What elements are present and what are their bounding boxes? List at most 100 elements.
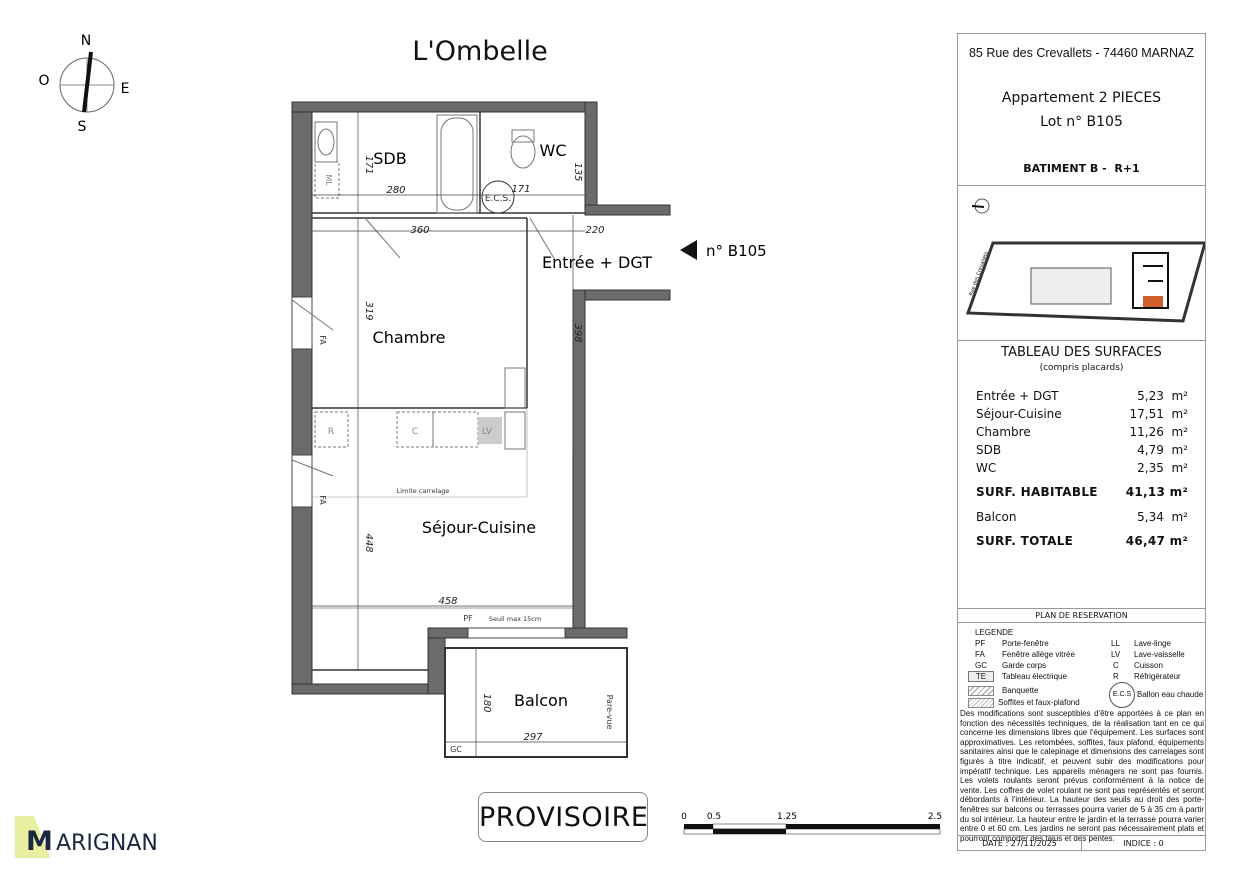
surface-value: 4,79 m² bbox=[1137, 443, 1188, 457]
surface-row: Séjour-Cuisine 17,51 m² bbox=[976, 407, 1188, 421]
dim-chambre-w: 360 bbox=[410, 225, 429, 236]
legend-code: TE bbox=[968, 671, 994, 682]
header-section: 85 Rue des Crevallets - 74460 MARNAZ App… bbox=[958, 34, 1205, 186]
surface-row: Entrée + DGT 5,23 m² bbox=[976, 389, 1188, 403]
compass-o: O bbox=[38, 73, 49, 89]
legend-label: Fenêtre allège vitrée bbox=[1002, 650, 1075, 659]
lot-marker: n° B105 bbox=[706, 242, 767, 260]
legend-label: Réfrigérateur bbox=[1134, 672, 1181, 681]
legend-label: Tableau électrique bbox=[1002, 672, 1067, 681]
scale-bar bbox=[683, 823, 941, 835]
svg-text:M: M bbox=[26, 826, 53, 857]
room-sdb: SDB bbox=[373, 149, 406, 168]
dim-wc-h: 135 bbox=[572, 162, 583, 181]
floor-plan: N O E S bbox=[15, 33, 942, 858]
disclaimer: Des modifications sont susceptibles d'êt… bbox=[960, 709, 1204, 843]
ecs-icon bbox=[481, 180, 515, 214]
surface-name: SDB bbox=[976, 443, 1002, 457]
dimension-lines bbox=[312, 112, 627, 757]
plan-reservation: PLAN DE RESERVATION bbox=[958, 611, 1205, 623]
room-balcon: Balcon bbox=[514, 691, 568, 710]
legend-label: Cuisson bbox=[1134, 661, 1163, 670]
label-gc: GC bbox=[450, 745, 462, 754]
label-r: R bbox=[328, 427, 334, 437]
dim-entree-h: 398 bbox=[572, 323, 583, 342]
building: BATIMENT B - R+1 bbox=[1023, 162, 1140, 175]
surface-name: Chambre bbox=[976, 425, 1031, 439]
label-pf: PF bbox=[463, 614, 473, 623]
label-fa-2: FA bbox=[318, 495, 327, 505]
compass-s: S bbox=[78, 119, 87, 135]
legend-label: Lave-linge bbox=[1134, 639, 1171, 648]
legend-section: PLAN DE RESERVATION LEGENDE PF Porte-fen… bbox=[958, 609, 1205, 709]
dim-balcon-h: 180 bbox=[481, 693, 492, 712]
scale-tick-3: 2.5 bbox=[928, 812, 942, 822]
surface-name: Séjour-Cuisine bbox=[976, 407, 1062, 421]
legend-banquette: Banquette bbox=[1002, 686, 1039, 695]
legend-soffites: Soffites et faux-plafond bbox=[998, 698, 1080, 707]
surface-value: 17,51 m² bbox=[1129, 407, 1188, 421]
compass-e: E bbox=[121, 81, 130, 97]
scale-tick-0: 0 bbox=[681, 812, 687, 822]
room-wc: WC bbox=[540, 141, 567, 160]
surface-row: WC 2,35 m² bbox=[976, 461, 1188, 475]
legend-code: LV bbox=[1111, 650, 1121, 659]
scale-tick-2: 1.25 bbox=[777, 812, 797, 822]
surface-name: WC bbox=[976, 461, 997, 475]
legend-code: R bbox=[1113, 672, 1119, 681]
surface-value: 5,34 m² bbox=[1137, 510, 1188, 524]
label-limite-carrelage: Limite carrelage bbox=[397, 487, 450, 495]
date: DATE : 27/11/2025 bbox=[958, 836, 1082, 851]
label-ml: ML bbox=[324, 174, 333, 186]
surface-name: Balcon bbox=[976, 510, 1017, 524]
surface-value: 2,35 m² bbox=[1137, 461, 1188, 475]
label-pare-vue: Pare-vue bbox=[605, 695, 614, 730]
entry-arrow-icon bbox=[680, 240, 697, 260]
scale-tick-1: 0.5 bbox=[707, 812, 721, 822]
surfaces-table: TABLEAU DES SURFACES (compris placards) … bbox=[958, 341, 1205, 609]
site-highlight bbox=[1143, 296, 1163, 307]
walls bbox=[291, 101, 671, 695]
surface-balcon: Balcon 5,34 m² bbox=[976, 510, 1188, 524]
legend-label: Lave-vaisselle bbox=[1134, 650, 1185, 659]
banquette-swatch bbox=[968, 686, 994, 696]
surface-value: 5,23 m² bbox=[1137, 389, 1188, 403]
legend-code: GC bbox=[975, 661, 987, 670]
legend-code: PF bbox=[975, 639, 986, 648]
dim-sejour-w: 458 bbox=[438, 596, 457, 607]
site-plan: Rue des Crevallets bbox=[958, 186, 1207, 341]
label-ecs: E.C.S. bbox=[485, 194, 511, 204]
site-plan-map: Rue des Crevallets bbox=[965, 198, 1207, 323]
compass-icon bbox=[59, 51, 115, 113]
surface-name: SURF. TOTALE bbox=[976, 534, 1074, 548]
label-lv: LV bbox=[482, 427, 493, 437]
dim-sdb-h: 171 bbox=[363, 155, 374, 174]
site-street: Rue des Crevallets bbox=[968, 251, 990, 297]
fixtures bbox=[291, 114, 556, 477]
info-panel: 85 Rue des Crevallets - 74460 MARNAZ App… bbox=[957, 33, 1207, 851]
indice: INDICE : 0 bbox=[1123, 839, 1164, 848]
legend-ecs: Ballon eau chaude bbox=[1137, 690, 1204, 699]
room-entree: Entrée + DGT bbox=[542, 253, 652, 272]
project-title: L'Ombelle bbox=[412, 36, 548, 67]
surface-name: SURF. HABITABLE bbox=[976, 485, 1098, 499]
site-compass-icon bbox=[971, 198, 990, 214]
dim-chambre-h: 319 bbox=[363, 301, 374, 320]
surface-totale: SURF. TOTALE 46,47 m² bbox=[976, 534, 1188, 548]
surfaces-subtitle: (compris placards) bbox=[1039, 363, 1124, 373]
room-chambre: Chambre bbox=[373, 328, 446, 347]
surface-name: Entrée + DGT bbox=[976, 389, 1059, 403]
footer: DATE : 27/11/2025 INDICE : 0 bbox=[958, 835, 1205, 851]
dim-sdb-w: 280 bbox=[386, 185, 405, 196]
label-fa-1: FA bbox=[318, 335, 327, 345]
legend-label: Porte-fenêtre bbox=[1002, 639, 1049, 648]
legend-code: LL bbox=[1111, 639, 1120, 648]
surface-value: 46,47 m² bbox=[1125, 534, 1188, 548]
surfaces-title: TABLEAU DES SURFACES bbox=[1001, 345, 1162, 360]
apartment-type: Appartement 2 PIECES bbox=[1001, 90, 1162, 106]
legend-code: FA bbox=[975, 650, 985, 659]
soffites-swatch bbox=[968, 698, 994, 708]
dim-wc-w: 171 bbox=[511, 184, 530, 195]
dim-balcon-w: 297 bbox=[523, 732, 543, 743]
